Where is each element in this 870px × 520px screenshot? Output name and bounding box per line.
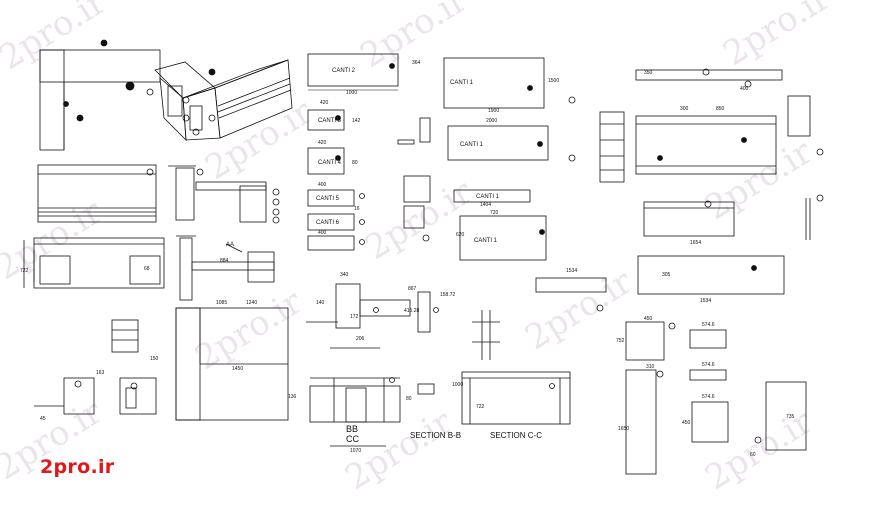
front-elevation <box>37 164 157 223</box>
section-title: SECTION B-B <box>410 431 461 440</box>
dimension: 574.6 <box>702 322 715 328</box>
dimension: 400 <box>318 182 327 188</box>
dimension: 172 <box>350 314 359 320</box>
dimension: 1650 <box>618 426 629 432</box>
side-section-aa <box>176 235 275 301</box>
section-title: SECTION C-C <box>490 431 542 440</box>
dimension: 400 <box>740 86 749 92</box>
dimension: 1450 <box>232 366 243 372</box>
small-details-left <box>34 377 157 415</box>
dimension: 884 <box>220 258 229 264</box>
dimension: 142 <box>352 118 361 124</box>
l-desk-plan <box>39 39 161 151</box>
dimension: 1085 <box>216 300 227 306</box>
dimension: 450 <box>682 420 691 426</box>
dimension: 2000 <box>486 118 497 124</box>
dimension: 720 <box>490 210 499 216</box>
canti-large <box>397 57 549 261</box>
dimension: 450 <box>644 316 653 322</box>
dimension: 400 <box>318 230 327 236</box>
dimension: 140 <box>316 300 325 306</box>
dimension: 80 <box>406 396 412 402</box>
dimension: 136 <box>288 394 297 400</box>
dimension: 80 <box>352 160 358 166</box>
section-bb <box>309 377 435 447</box>
dimension: 206 <box>356 336 365 342</box>
dimension: 1900 <box>488 108 499 114</box>
section-mark: CC <box>346 434 359 444</box>
dimension: 1404 <box>480 202 491 208</box>
dimension: 1240 <box>246 300 257 306</box>
panel-label: CANTI 2 <box>332 68 356 74</box>
dimension: 158.72 <box>440 292 456 298</box>
dimension: 420 <box>318 140 327 146</box>
dimension: 574.6 <box>702 394 715 400</box>
dimensioned-elevation <box>568 68 824 240</box>
dimension: 574.6 <box>702 362 715 368</box>
l-plan-2 <box>175 307 289 421</box>
dimension: 620 <box>456 232 465 238</box>
dimension: 16 <box>354 206 360 212</box>
panel-label: CANTI 1 <box>460 142 484 148</box>
dimension: 1654 <box>690 240 701 246</box>
dimension: 1500 <box>548 78 559 84</box>
dimension: 735 <box>786 414 795 420</box>
front-elevation-2 <box>23 237 165 289</box>
side-section-a <box>168 165 280 224</box>
site-logo: 2pro.ir <box>40 456 115 478</box>
dimension: 305 <box>662 272 671 278</box>
dimension: 150 <box>150 356 159 362</box>
reception-desk-isometric <box>125 59 293 142</box>
dimension: 310 <box>646 364 655 370</box>
dimension: 1534 <box>700 298 711 304</box>
panel-label: CANTI 4 <box>318 160 342 166</box>
canti-panels <box>307 53 399 251</box>
dimension: 45 <box>40 416 46 422</box>
section-mark: AA <box>226 242 234 248</box>
dimension: 850 <box>716 106 725 112</box>
labels: CANTI 2 CANTI 3 CANTI 4 CANTI 5 CANTI 6 … <box>20 60 795 458</box>
panel-label: CANTI 1 <box>474 238 498 244</box>
dimension: 867 <box>408 286 417 292</box>
dimension: 60 <box>750 452 756 458</box>
joint-details <box>306 283 500 360</box>
dimension: 364 <box>412 60 421 66</box>
section-cc <box>461 371 571 425</box>
dimension: 1000 <box>452 382 463 388</box>
dimension: 420 <box>320 100 329 106</box>
panel-label: CANTI 1 <box>476 194 500 200</box>
bottom-right-details <box>625 321 807 475</box>
dimension: 1070 <box>350 448 361 454</box>
dimension: 722 <box>476 404 485 410</box>
dimension: 415.28 <box>404 308 420 314</box>
dimension: 1534 <box>566 268 577 274</box>
dimension: 1000 <box>346 90 357 96</box>
dimension: 722 <box>20 268 29 274</box>
dimension: 752 <box>616 338 625 344</box>
dimension: 350 <box>644 70 653 76</box>
panel-label: CANTI 3 <box>318 118 342 124</box>
panel-label: CANTI 6 <box>316 220 340 226</box>
panel-label: CANTI 5 <box>316 196 340 202</box>
dimension: 68 <box>144 266 150 272</box>
drawer-unit <box>111 319 139 353</box>
dimension: 300 <box>680 106 689 112</box>
panel-label: CANTI 1 <box>450 80 474 86</box>
dimension: 163 <box>96 370 105 376</box>
panel-1534 <box>535 255 785 312</box>
section-mark: BB <box>346 424 358 434</box>
dimension: 340 <box>340 272 349 278</box>
